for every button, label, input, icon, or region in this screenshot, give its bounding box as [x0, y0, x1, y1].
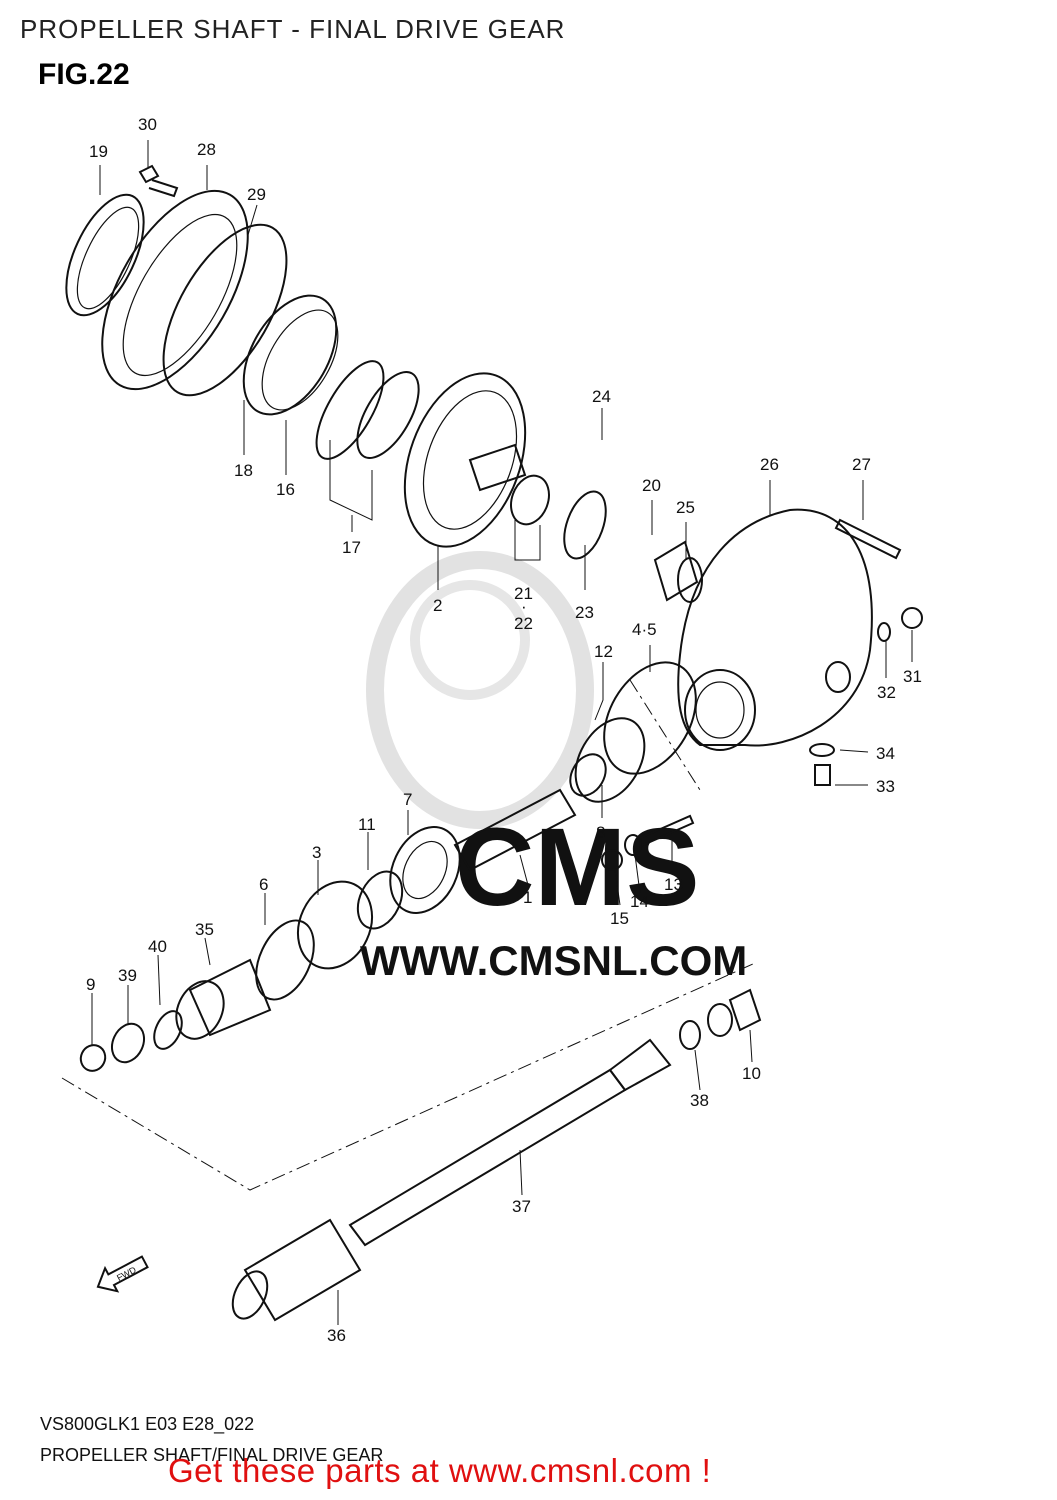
coupling-group — [79, 958, 272, 1072]
group-frame-upper — [629, 679, 701, 791]
callout-8: 8 — [596, 823, 605, 842]
callout-6: 6 — [259, 875, 268, 894]
propeller-shaft — [231, 988, 762, 1322]
page-title: PROPELLER SHAFT - FINAL DRIVE GEAR — [20, 14, 566, 44]
callout-39: 39 — [118, 966, 137, 985]
callout-20: 20 — [642, 476, 661, 495]
callout-15: 15 — [610, 909, 629, 928]
callout-18: 18 — [234, 461, 253, 480]
callout-25: 25 — [676, 498, 695, 517]
watermark: CMS WWW.CMSNL.COM — [360, 551, 747, 984]
callout-19: 19 — [89, 142, 108, 161]
callout-26: 26 — [760, 455, 779, 474]
watermark-brand: CMS — [455, 806, 699, 929]
callout-22: 22 — [514, 614, 533, 633]
model-code: VS800GLK1 E03 E28_022 — [40, 1414, 255, 1434]
figure-label: FIG.22 — [38, 58, 130, 91]
callout-2: 2 — [433, 596, 442, 615]
callout-7: 7 — [403, 790, 412, 809]
pinion-group — [255, 661, 697, 1001]
callout-32: 32 — [877, 683, 896, 702]
callout-27: 27 — [852, 455, 871, 474]
callout-10: 10 — [742, 1064, 761, 1083]
callout-12: 12 — [594, 642, 613, 661]
leader-lines — [91, 140, 913, 1325]
callout-13: 13 — [664, 875, 683, 894]
callout-dot: · — [521, 597, 527, 616]
callout-9: 9 — [86, 975, 95, 994]
callout-11: 11 — [358, 815, 376, 834]
callout-33: 33 — [876, 777, 895, 796]
callout-38: 38 — [690, 1091, 709, 1110]
forward-arrow-label: FWD — [115, 1264, 138, 1283]
watermark-url: WWW.CMSNL.COM — [360, 937, 747, 984]
callout-3: 3 — [312, 843, 321, 862]
diagram-caption: PROPELLER SHAFT/FINAL DRIVE GEAR — [40, 1445, 384, 1465]
callout-29: 29 — [247, 185, 266, 204]
callout-28: 28 — [197, 140, 216, 159]
callout-21: 21 — [514, 584, 533, 603]
forward-arrow-icon: FWD — [96, 1255, 149, 1293]
callout-30: 30 — [138, 115, 157, 134]
callout-35: 35 — [195, 920, 214, 939]
group-frame-lower — [61, 962, 756, 1191]
callout-37: 37 — [512, 1197, 531, 1216]
callout-36: 36 — [327, 1326, 346, 1345]
callout-31: 31 — [903, 667, 922, 686]
callout-40: 40 — [148, 937, 167, 956]
callout-16: 16 — [276, 480, 295, 499]
callout-23: 23 — [575, 603, 594, 622]
callout-4-5: 4·5 — [632, 620, 657, 639]
callout-24: 24 — [592, 387, 611, 406]
seal-bearing-group — [65, 164, 420, 460]
final-drive-case — [653, 508, 923, 786]
callout-34: 34 — [876, 744, 895, 763]
callout-labels: 30 19 28 29 18 16 17 24 26 27 20 25 2 21… — [86, 115, 922, 1345]
callout-14: 14 — [630, 892, 649, 911]
ring-gear — [403, 372, 607, 560]
buy-parts-link[interactable]: Get these parts at www.cmsnl.com ! — [168, 1452, 712, 1489]
callout-1: 1 — [523, 888, 532, 907]
callout-17: 17 — [342, 538, 361, 557]
